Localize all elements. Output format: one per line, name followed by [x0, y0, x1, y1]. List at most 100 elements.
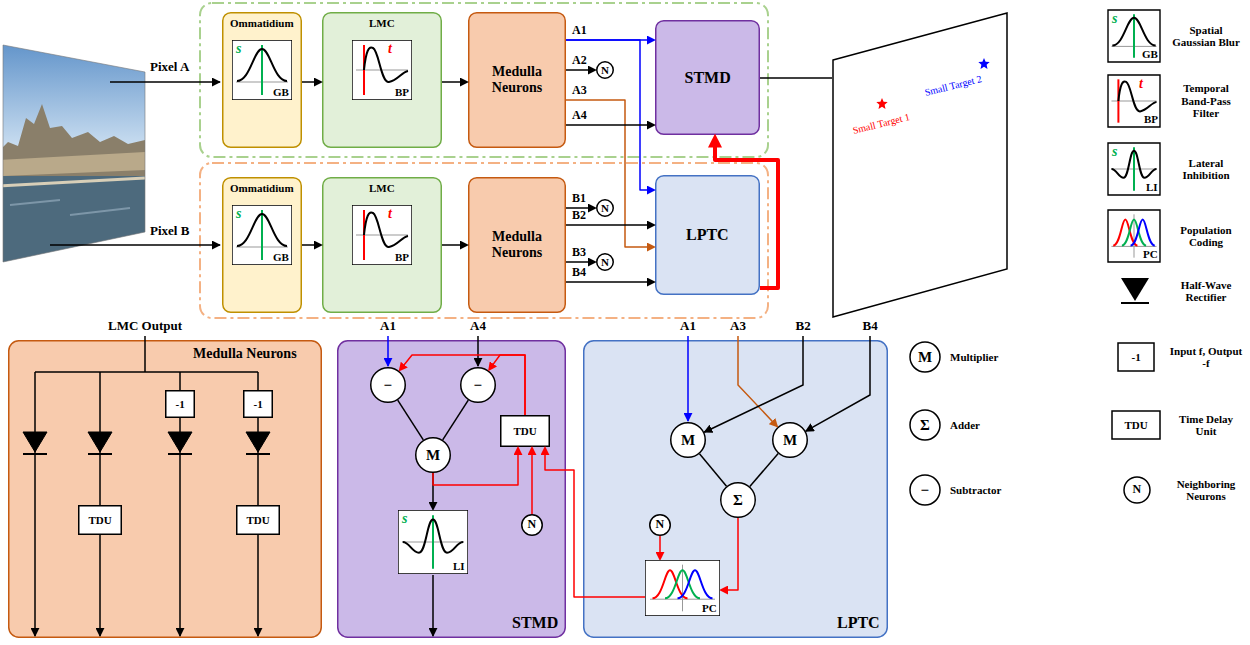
medulla-box: Medulla Neurons	[468, 12, 566, 148]
drawing-circle	[461, 368, 496, 403]
drawing-line	[477, 336, 479, 366]
drawing-line	[88, 453, 112, 455]
filter-icon: PC	[645, 560, 720, 616]
drawing-polygon	[833, 13, 1007, 317]
unit-box: -1	[165, 390, 195, 418]
signal-connector	[566, 124, 650, 126]
drawing-line	[261, 45, 263, 95]
drawing-polygon	[23, 432, 47, 452]
operator-circle: Σ	[720, 482, 756, 518]
node-label: Ommatidium	[230, 17, 294, 30]
legend-text: Half-Wave Rectifier	[1168, 279, 1244, 304]
node-label: s	[236, 41, 241, 57]
drawing-line	[257, 372, 259, 390]
annotation-label: Pixel A	[150, 60, 189, 75]
edge-label: A2	[571, 54, 588, 68]
drawing-g	[1108, 143, 1160, 195]
edge-label: B2	[571, 209, 587, 223]
node-label: M	[681, 432, 695, 449]
signal-connector	[715, 143, 778, 288]
drawing-line	[257, 535, 259, 636]
drawing-rect	[232, 205, 292, 265]
drawing-path	[0, 178, 145, 186]
drawing-rect	[501, 416, 550, 447]
signal-connector	[700, 454, 727, 486]
edge-label: B4	[571, 266, 587, 280]
node-label: Medulla Neurons	[473, 229, 561, 261]
node-label: TDU	[247, 514, 270, 527]
operator-circle: −	[460, 367, 496, 403]
drawing-line	[261, 210, 263, 260]
node-label: PC	[702, 602, 717, 615]
annotation-label: BP	[1144, 113, 1158, 126]
drawing-rect	[469, 13, 566, 148]
drawing-line	[34, 372, 36, 636]
drawing-circle	[910, 475, 940, 505]
drawing-g	[232, 205, 292, 265]
unit-box: TDU	[78, 505, 122, 535]
operator-circle: M	[772, 422, 808, 458]
lptc-box: LPTCMMΣNPC	[583, 340, 888, 638]
lmc-box: LMCtBP	[322, 12, 442, 148]
operator-circle: N	[596, 61, 614, 79]
drawing-g	[9, 13, 888, 638]
signal-connector	[257, 418, 259, 505]
edge-label: A3	[571, 84, 588, 98]
signal-connector	[442, 81, 463, 83]
filter-icon: sLI	[398, 510, 468, 574]
drawing-g	[1108, 75, 1160, 127]
drawing-line	[432, 515, 434, 568]
drawing-g	[645, 560, 720, 616]
filter-icon: sGB	[232, 40, 292, 100]
annotation-label: t	[1139, 76, 1143, 92]
drawing-rect	[469, 178, 566, 313]
annotation-label: Σ	[920, 417, 930, 434]
screen-art	[832, 12, 1008, 318]
signal-connector	[566, 224, 650, 226]
signal-connector	[566, 261, 591, 263]
drawing-polygon	[3, 45, 145, 262]
drawing-rect	[338, 341, 566, 638]
drawing-line	[1133, 147, 1135, 190]
node-label: BP	[395, 251, 409, 264]
node-label: s	[236, 206, 241, 222]
node-label: t	[388, 41, 392, 57]
node-label: M	[783, 432, 797, 449]
signal-connector	[302, 244, 317, 246]
annotation-label: TDU	[1125, 419, 1148, 432]
signal-connector	[566, 281, 650, 283]
drawing-line	[110, 81, 220, 83]
legend-text: Input f, Output -f	[1168, 345, 1244, 370]
annotation-label: s	[1112, 11, 1117, 27]
ommatidium-box: OmmatidiumsGB	[222, 177, 302, 313]
drawing-path	[678, 570, 713, 598]
drawing-circle	[597, 62, 614, 79]
annotation-label: LI	[1146, 181, 1158, 194]
drawing-g	[352, 205, 412, 265]
signal-connector	[566, 69, 591, 71]
node-label: N	[601, 202, 609, 215]
drawing-path	[364, 48, 408, 82]
drawing-line	[144, 336, 146, 372]
node-label: TDU	[89, 514, 112, 527]
drawing-line	[23, 453, 47, 455]
drawing-circle	[910, 342, 940, 372]
drawing-polyline	[704, 336, 803, 432]
node-label: LMC	[369, 17, 395, 30]
drawing-circle	[371, 368, 406, 403]
drawing-path	[0, 104, 145, 182]
node-label: LMC	[369, 182, 395, 195]
signal-connector	[302, 81, 317, 83]
stmd-box: STMD	[655, 20, 760, 135]
drawing-path	[1131, 220, 1155, 246]
annotation-label: −	[921, 482, 930, 499]
drawing-circle	[416, 438, 451, 473]
drawing-rect	[352, 40, 412, 100]
drawing-rect	[323, 13, 442, 148]
drawing-line	[99, 535, 101, 636]
signal-connector	[403, 355, 525, 415]
drawing-line	[387, 336, 389, 366]
drawing-line	[432, 575, 434, 636]
